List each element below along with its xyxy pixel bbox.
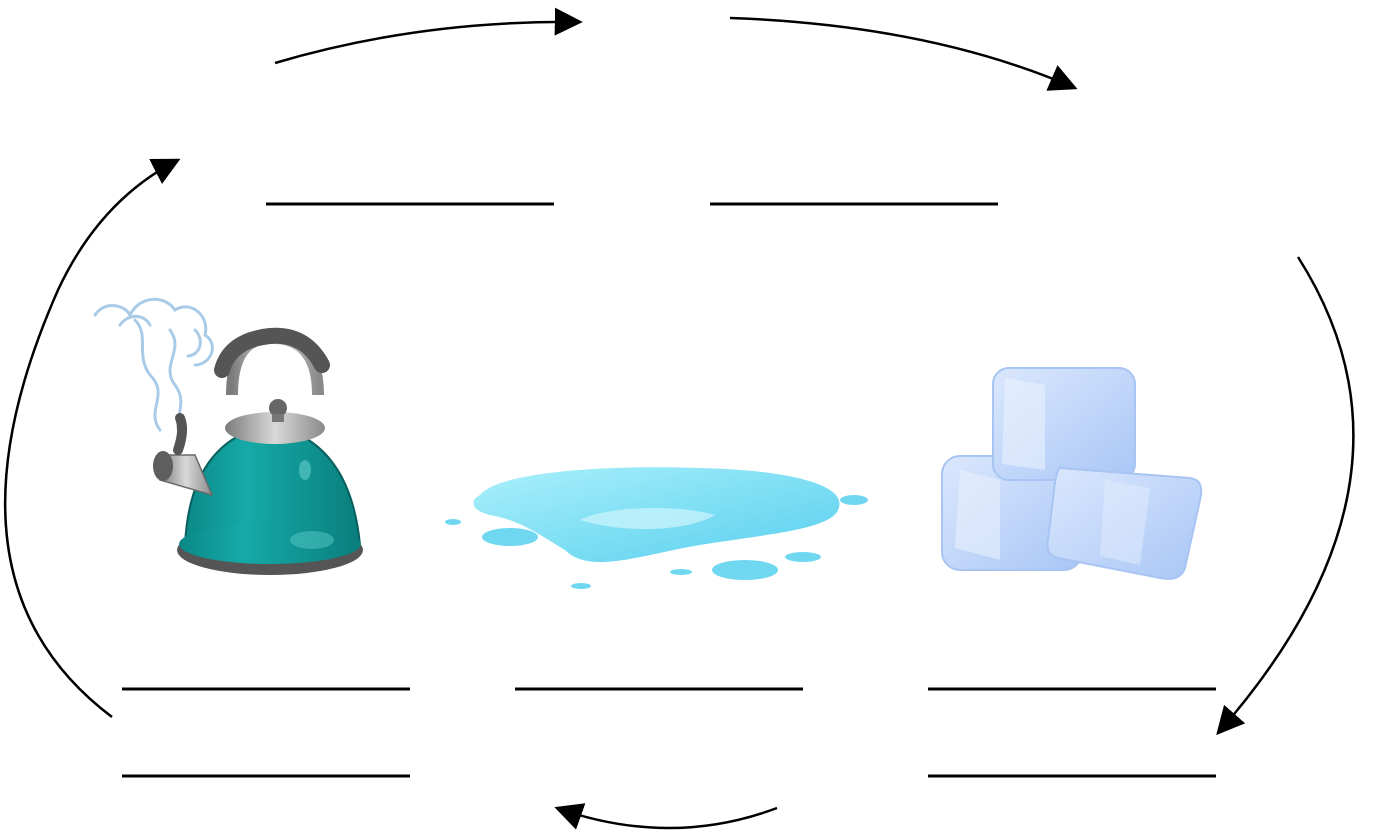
arrow-left <box>4 158 181 718</box>
arrow-right <box>1216 256 1355 736</box>
cycle-arrows <box>4 7 1355 830</box>
arrow-top-right <box>729 16 1078 91</box>
arrow-bottom <box>554 803 778 830</box>
ice-cubes-icon <box>941 367 1203 580</box>
answer-blanks <box>122 202 1216 778</box>
steaming-kettle-icon <box>93 297 363 575</box>
water-puddle-icon <box>445 467 868 589</box>
arrow-top-left <box>274 7 583 65</box>
